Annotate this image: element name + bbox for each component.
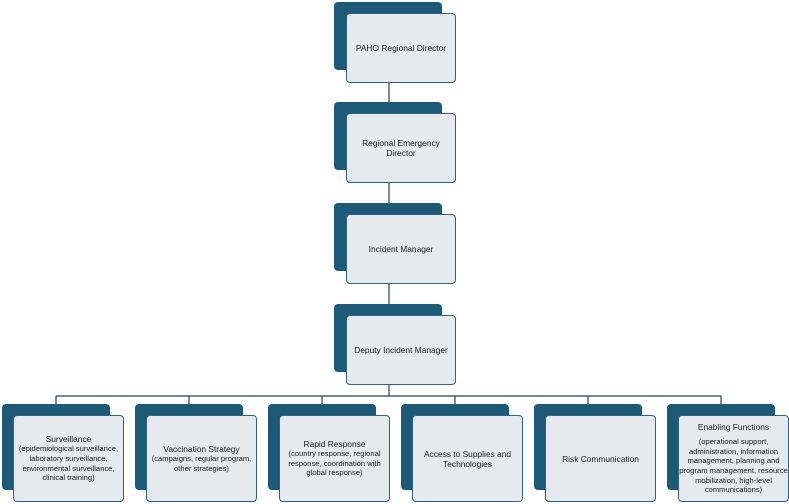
- node-box: Vaccination Strategy (campaigns, regular…: [146, 415, 257, 502]
- node-title: PAHO Regional Director: [355, 43, 447, 53]
- node-box: Incident Manager: [346, 214, 456, 284]
- node-box: Enabling Functions (operational support,…: [678, 415, 789, 502]
- node-title: Regional Emergency Director: [362, 138, 440, 158]
- node-title: Enabling Functions: [697, 422, 770, 433]
- node-detail: (campaigns, regular program, other strat…: [151, 453, 252, 473]
- node-box: Risk Communication: [545, 415, 656, 502]
- node-box: Surveillance (epidemiological surveillan…: [13, 415, 124, 502]
- node-title: Surveillance: [45, 434, 92, 445]
- node-title: Rapid Response: [303, 439, 366, 450]
- node-title: Incident Manager: [368, 244, 434, 254]
- node-box: Deputy Incident Manager: [346, 315, 456, 385]
- node-detail: (operational support, administration, in…: [679, 437, 788, 495]
- node-detail: (country response, regional response, co…: [288, 449, 381, 478]
- node-title: Access to Supplies and Technologies: [423, 448, 512, 469]
- node-box: Regional Emergency Director: [346, 113, 456, 183]
- node-title: Risk Communication: [562, 453, 639, 464]
- node-box: PAHO Regional Director: [346, 13, 456, 83]
- node-box: Rapid Response (country response, region…: [279, 415, 390, 502]
- node-title: Vaccination Strategy: [163, 443, 240, 454]
- node-title: Deputy Incident Manager: [354, 345, 448, 355]
- node-box: Access to Supplies and Technologies: [412, 415, 523, 502]
- node-detail: (epidemiological surveillance, laborator…: [18, 444, 119, 483]
